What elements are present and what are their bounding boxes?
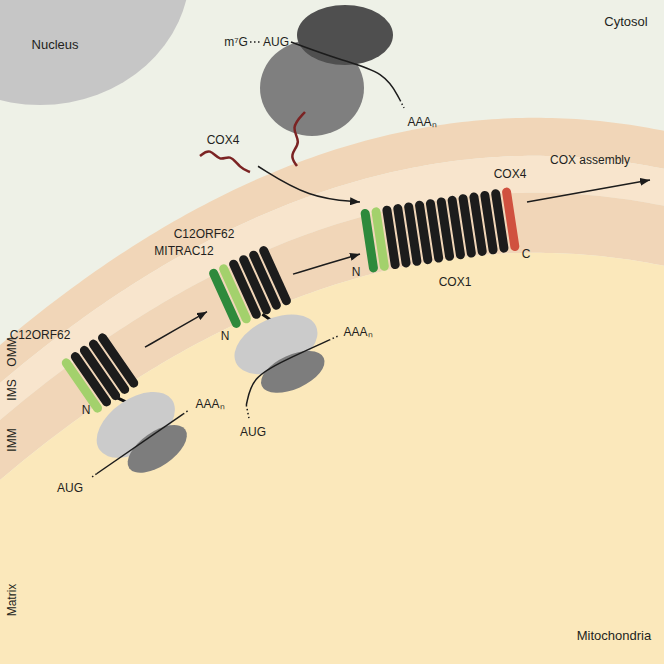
- cox4-peptide: COX4: [188, 128, 258, 180]
- small-subunit: [255, 342, 331, 401]
- membrane-label: IMS: [5, 379, 19, 400]
- polya-tail: AAAₙ: [343, 325, 372, 339]
- start-codon: AUG: [57, 481, 83, 495]
- region-label: Nucleus: [32, 37, 79, 53]
- flow-arrow: [258, 166, 360, 202]
- protein-complex: C12ORF62: [55, 328, 145, 418]
- terminus-label: N: [352, 265, 361, 279]
- transmembrane-helix: [501, 187, 519, 252]
- start-codon: AUG: [240, 425, 266, 439]
- region-label: Cytosol: [604, 14, 647, 30]
- membrane-label: Matrix: [5, 584, 19, 617]
- mrna: [291, 42, 400, 100]
- mrna-dots: [90, 474, 97, 479]
- protein-label: COX1: [439, 275, 472, 289]
- cap-label: m⁷G: [224, 35, 248, 49]
- transmembrane-helix: [96, 332, 140, 390]
- mrna: [97, 414, 183, 474]
- protein-complex: COX4COX1: [360, 187, 520, 273]
- start-codon: AUG: [263, 35, 289, 49]
- membrane-label: IMM: [5, 428, 19, 451]
- flow-arrow: [293, 254, 360, 274]
- mrna-dots: [400, 100, 404, 108]
- protein-complex: C12ORF62MITRAC12: [207, 244, 293, 330]
- peptide-chain: [200, 151, 250, 172]
- mrna-dots: [329, 336, 338, 340]
- nascent-chain: [292, 112, 305, 166]
- mrna: [236, 340, 339, 405]
- mrna-dots: [244, 405, 252, 418]
- terminus-label: C: [522, 247, 531, 261]
- assembly-arrow: [527, 180, 650, 202]
- region-label: Mitochondria: [577, 628, 651, 644]
- mrna-dots: [250, 41, 261, 43]
- polya-tail: AAAₙ: [407, 115, 436, 129]
- node-shape: [207, 244, 293, 330]
- mrna-dots: [183, 410, 190, 415]
- protein-label: MITRAC12: [154, 244, 213, 258]
- membrane-label: OMM: [5, 337, 19, 366]
- flow-arrow: [145, 312, 207, 348]
- protein-label: COX4: [207, 133, 240, 147]
- polya-tail: AAAₙ: [195, 397, 224, 411]
- terminus-label: N: [221, 329, 230, 343]
- small-subunit: [120, 416, 195, 483]
- terminus-label: N: [82, 403, 91, 417]
- transmembrane-helix: [258, 245, 293, 307]
- nucleus: [0, 0, 190, 105]
- node-shape: [360, 187, 520, 273]
- protein-label: COX4: [494, 167, 527, 181]
- protein-label: C12ORF62: [174, 227, 235, 241]
- process-label: COX assembly: [550, 153, 630, 167]
- matrix: [0, 253, 664, 664]
- small-subunit: [297, 5, 393, 65]
